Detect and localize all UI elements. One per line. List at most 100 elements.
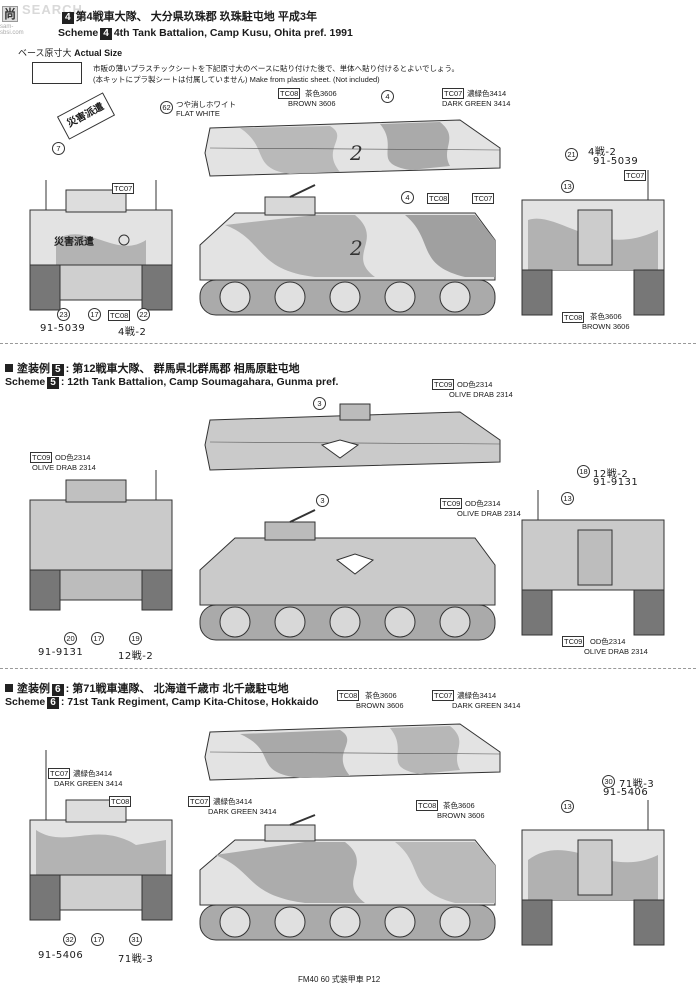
scheme6-front-view	[521, 800, 665, 946]
tc08-top-s6: TC08	[337, 690, 360, 701]
callout-17-s5: 17	[91, 632, 104, 645]
brown-label-top-s6-en: BROWN 3606	[356, 701, 404, 710]
callout-19: 19	[129, 632, 142, 645]
brown-label-front-en: BROWN 3606	[582, 322, 630, 331]
od-label-top-en: OLIVE DRAB 2314	[449, 390, 513, 399]
od-label-side-jp: OD色2314	[465, 499, 501, 508]
brown-label-side-s6-en: BROWN 3606	[437, 811, 485, 820]
watermark-cn: 尚	[2, 6, 18, 22]
green-label-side-s6-en: DARK GREEN 3414	[208, 807, 277, 816]
tc07-front: TC07	[624, 170, 647, 181]
scheme6-rear-view	[29, 750, 173, 921]
scheme6-reg-num-rear: 91-5406	[38, 950, 84, 961]
flat-white-en: FLAT WHITE	[176, 109, 220, 118]
green-label-rear-s6-jp: 濃緑色3414	[73, 769, 113, 778]
watermark-site: sam-sbsi.com	[0, 24, 24, 36]
page-footer: FM40 60 式装甲車 P12	[298, 975, 381, 984]
callout-13-s6: 13	[561, 800, 574, 813]
callout-32: 32	[63, 933, 76, 946]
tc07-rear-s6: TC07	[48, 768, 71, 779]
tc09-rear: TC09	[30, 452, 53, 463]
callout-21: 21	[565, 148, 578, 161]
callout-31: 31	[129, 933, 142, 946]
tc07-top-s6: TC07	[432, 690, 455, 701]
tc08-rear: TC08	[108, 310, 131, 321]
scheme6-side-view	[199, 814, 496, 941]
tc09-top: TC09	[432, 379, 455, 390]
scheme5-reg-num-front: 91-9131	[593, 477, 639, 488]
scheme5-front-view	[521, 490, 665, 636]
callout-62: 62	[160, 101, 173, 114]
scheme5-reg-unit-rear: 12戦-2	[118, 651, 154, 662]
od-label-top-jp: OD色2314	[457, 380, 493, 389]
scheme6-top-view	[204, 723, 501, 781]
green-label-en: DARK GREEN 3414	[442, 99, 511, 108]
flat-white-jp: つや消しホワイト	[176, 100, 236, 109]
callout-22: 22	[137, 308, 150, 321]
brown-label-en: BROWN 3606	[288, 99, 336, 108]
callout-13-s4: 13	[561, 180, 574, 193]
callout-18: 18	[577, 465, 590, 478]
actual-size-label: ベース原寸大 Actual Size	[18, 48, 123, 58]
tc07-side-s6: TC07	[188, 796, 211, 807]
scheme4-top-hull-no: 2	[349, 141, 363, 165]
actual-size-box	[32, 62, 82, 84]
callout-3-side: 3	[316, 494, 329, 507]
green-label-side-s6-jp: 濃緑色3414	[213, 797, 253, 806]
tc07-side: TC07	[472, 193, 495, 204]
callout-23: 23	[57, 308, 70, 321]
scheme5-reg-num-rear: 91-9131	[38, 647, 84, 658]
brown-label-jp: 茶色3606	[305, 89, 337, 98]
od-label-front-jp: OD色2314	[590, 637, 626, 646]
green-label-jp: 濃緑色3414	[467, 89, 507, 98]
callout-3-top: 3	[313, 397, 326, 410]
tc08-rear-s6: TC08	[109, 796, 132, 807]
scheme5-top-view	[204, 403, 501, 471]
tc08-side-s6: TC08	[416, 800, 439, 811]
green-label-top-s6-jp: 濃緑色3414	[457, 691, 497, 700]
callout-17-s6: 17	[91, 933, 104, 946]
callout-7: 7	[52, 142, 65, 155]
scheme4-note1: 市販の薄いプラスチックシートを下記原寸大のベースに貼り付けた後で、単体へ貼り付け…	[93, 64, 459, 73]
od-label-front-en: OLIVE DRAB 2314	[584, 647, 648, 656]
scheme6-reg-unit-front: 71戦-3	[619, 779, 655, 790]
disaster-sign: 災害派遣	[56, 92, 116, 140]
scheme5-reg-unit-front: 12戦-2	[593, 469, 629, 480]
callout-30: 30	[602, 775, 615, 788]
scheme5-rear-view	[29, 470, 173, 611]
green-label-top-s6-en: DARK GREEN 3414	[452, 701, 521, 710]
svg-text:災害派遣: 災害派遣	[53, 235, 94, 248]
callout-17: 17	[88, 308, 101, 321]
scheme4-reg-unit-front: 4戦-2	[588, 147, 617, 158]
tc07-rear: TC07	[112, 183, 135, 194]
green-label-rear-s6-en: DARK GREEN 3414	[54, 779, 123, 788]
brown-label-side-s6-jp: 茶色3606	[443, 801, 475, 810]
scheme4-side-view: 2	[199, 184, 496, 316]
scheme4-reg-num-rear: 91-5039	[40, 323, 86, 334]
callout-13-s5: 13	[561, 492, 574, 505]
callout-20: 20	[64, 632, 77, 645]
separator-1	[0, 343, 696, 344]
scheme6-reg-unit-rear: 71戦-3	[118, 954, 154, 965]
tc08-top: TC08	[278, 88, 301, 99]
tc09-front: TC09	[562, 636, 585, 647]
scheme5-side-view	[199, 509, 496, 641]
tc07-top: TC07	[442, 88, 465, 99]
tc08-front: TC08	[562, 312, 585, 323]
scheme4-rear-view: 災害派遣	[29, 180, 173, 311]
scheme4-top-view: 2	[204, 119, 501, 177]
scheme4-note2: (本キットにプラ製シートは付属していません) Make from plastic…	[93, 75, 380, 84]
callout-4-side: 4	[401, 191, 414, 204]
od-label-side-en: OLIVE DRAB 2314	[457, 509, 521, 518]
callout-4-top: 4	[381, 90, 394, 103]
brown-label-front-jp: 茶色3606	[590, 312, 622, 321]
scheme4-reg-num-front: 91-5039	[593, 156, 639, 167]
brown-label-top-s6-jp: 茶色3606	[365, 691, 397, 700]
separator-2	[0, 668, 696, 669]
tc08-side: TC08	[427, 193, 450, 204]
scheme4-reg-unit-rear: 4戦-2	[118, 327, 147, 338]
